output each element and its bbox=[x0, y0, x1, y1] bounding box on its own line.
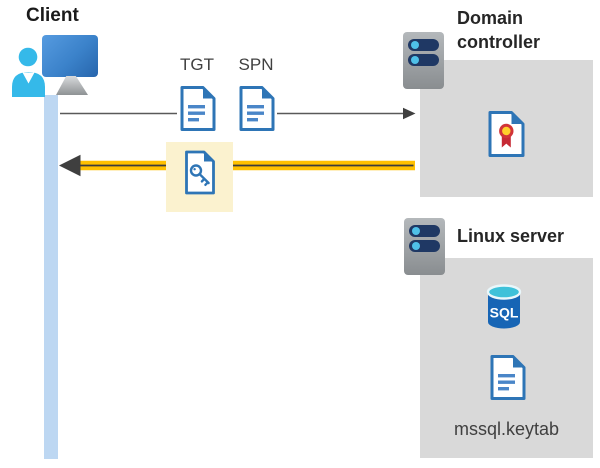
sql-database-icon: SQL bbox=[486, 284, 522, 329]
server-led-icon bbox=[411, 41, 419, 49]
server-slot bbox=[408, 54, 439, 66]
server-led-icon bbox=[412, 242, 420, 250]
keytab-filename-label: mssql.keytab bbox=[453, 419, 560, 439]
certificate-icon bbox=[488, 111, 525, 157]
server-slot bbox=[409, 225, 440, 237]
spn-label: SPN bbox=[238, 55, 274, 74]
spn-document-icon bbox=[239, 86, 275, 131]
user-icon bbox=[12, 47, 45, 97]
keytab-document-icon bbox=[490, 355, 526, 400]
client-timeline-bar bbox=[44, 95, 58, 459]
response-arrowhead-icon bbox=[59, 154, 81, 177]
server-slot bbox=[409, 240, 440, 252]
server-slot bbox=[408, 39, 439, 51]
tgt-label: TGT bbox=[180, 55, 214, 74]
linux-server-server-icon bbox=[404, 218, 445, 275]
domain-controller-server-icon bbox=[403, 32, 444, 89]
key-document-icon bbox=[185, 150, 215, 195]
client-label: Client bbox=[26, 5, 79, 26]
request-arrowhead-icon bbox=[403, 107, 416, 120]
server-led-icon bbox=[412, 227, 420, 235]
sql-icon-text: SQL bbox=[490, 305, 519, 321]
server-led-icon bbox=[411, 56, 419, 64]
monitor-icon bbox=[42, 35, 98, 77]
linux-server-label: Linux server bbox=[457, 226, 565, 246]
domain-controller-label: Domain controller bbox=[457, 8, 541, 52]
tgt-document-icon bbox=[180, 86, 216, 131]
